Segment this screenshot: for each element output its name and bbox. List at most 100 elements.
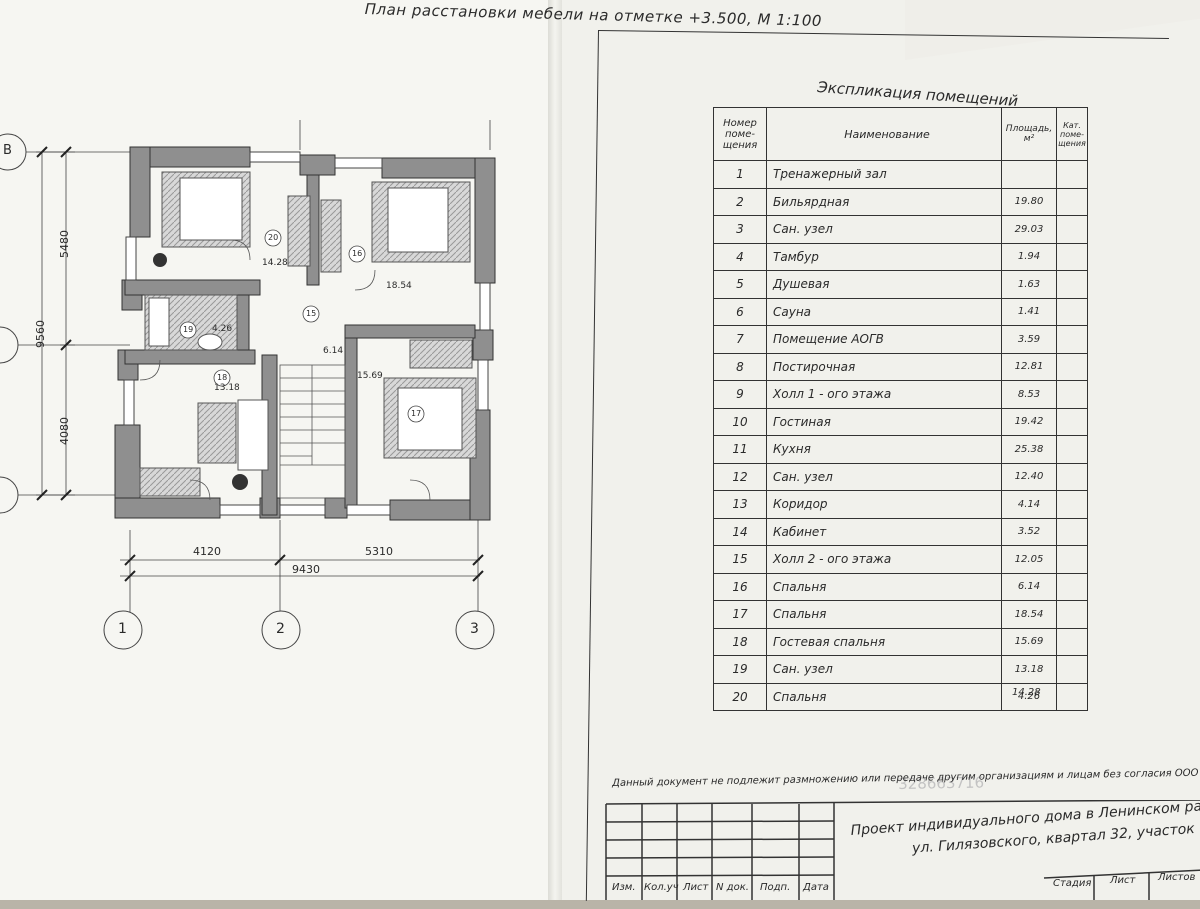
row-name: Бильярдная xyxy=(766,187,1002,216)
room-tag-20: 20 xyxy=(268,233,279,242)
room-area-16: 18.54 xyxy=(386,281,412,291)
row-area: 12.05 xyxy=(1001,545,1057,574)
stage-col-list: Лист xyxy=(1110,875,1136,886)
row-cat xyxy=(1056,297,1088,326)
row-area: 15.69 xyxy=(1001,627,1057,656)
floor-plan xyxy=(0,120,496,650)
row-area: 13.18 xyxy=(1001,655,1057,684)
room-area-15: 6.14 xyxy=(323,346,344,356)
paper-fold xyxy=(548,0,562,900)
dim-9560: 9560 xyxy=(34,320,47,348)
axis-label-2: 2 xyxy=(276,621,285,637)
row-num: 7 xyxy=(713,325,767,354)
row-name: Кухня xyxy=(766,435,1002,464)
room-area-20: 14.28 xyxy=(262,258,288,268)
axis-label-1: 1 xyxy=(118,621,127,637)
row-num: 17 xyxy=(713,600,767,629)
row-area: 18.54 xyxy=(1001,600,1057,629)
row-cat xyxy=(1056,490,1088,519)
row-area: 25.38 xyxy=(1001,435,1057,464)
row-num: 5 xyxy=(713,270,767,299)
row-cat xyxy=(1056,600,1088,629)
row-area: 3.52 xyxy=(1001,517,1057,546)
row-area: 6.14 xyxy=(1001,572,1057,601)
row-name: Сан. узел xyxy=(766,655,1002,684)
row-num: 14 xyxy=(713,517,767,546)
room-tag-15: 15 xyxy=(306,309,317,318)
row-cat xyxy=(1056,407,1088,436)
row-area: 1.94 xyxy=(1001,242,1057,271)
row-area: 12.81 xyxy=(1001,352,1057,381)
axis-label-3: 3 xyxy=(470,621,479,637)
row-name: Спальня xyxy=(766,682,1002,711)
row-name: Кабинет xyxy=(766,517,1002,546)
row-name: Сауна xyxy=(766,297,1002,326)
header-area: Площадь, м² xyxy=(1001,107,1057,161)
row-name: Тренажерный зал xyxy=(766,160,1002,189)
header-name: Наименование xyxy=(766,107,1002,161)
row-num: 13 xyxy=(713,490,767,519)
row-num: 2 xyxy=(713,187,767,216)
row-area xyxy=(1001,160,1057,189)
row-name: Спальня xyxy=(766,572,1002,601)
row-cat xyxy=(1056,270,1088,299)
row-cat xyxy=(1056,187,1088,216)
room-area-19: 4.26 xyxy=(212,324,233,334)
row-cat xyxy=(1056,627,1088,656)
row-num: 11 xyxy=(713,435,767,464)
row-name: Спальня xyxy=(766,600,1002,629)
explication-table: Номер поме-щения Наименование Площадь, м… xyxy=(713,107,1088,711)
dim-5310: 5310 xyxy=(365,545,393,558)
row-num: 20 xyxy=(713,682,767,711)
row-area: 1.63 xyxy=(1001,270,1057,299)
row-num: 9 xyxy=(713,380,767,409)
row-cat xyxy=(1056,435,1088,464)
row-num: 3 xyxy=(713,215,767,244)
row-area: 29.03 xyxy=(1001,215,1057,244)
dim-5480: 5480 xyxy=(58,230,71,258)
room-tag-17: 17 xyxy=(411,409,422,418)
stamp-col-data: Дата xyxy=(803,882,829,893)
row-name: Сан. узел xyxy=(766,215,1002,244)
room-tag-18: 18 xyxy=(217,373,228,382)
stamp-col-podp: Подп. xyxy=(760,882,791,893)
row-area: 1.41 xyxy=(1001,297,1057,326)
row-num: 8 xyxy=(713,352,767,381)
row-cat xyxy=(1056,215,1088,244)
room-tag-16: 16 xyxy=(352,249,363,258)
row-num: 19 xyxy=(713,655,767,684)
title-block-grid xyxy=(605,800,1200,900)
row-area: 19.80 xyxy=(1001,187,1057,216)
row-name: Гостевая спальня xyxy=(766,627,1002,656)
row-name: Постирочная xyxy=(766,352,1002,381)
row-cat xyxy=(1056,682,1088,711)
stamp-col-list: Лист xyxy=(683,882,709,893)
stamp-col-ndok: N док. xyxy=(716,882,749,893)
header-category: Кат. поме-щения xyxy=(1056,107,1088,161)
row-cat xyxy=(1056,572,1088,601)
row-name: Тамбур xyxy=(766,242,1002,271)
row-cat xyxy=(1056,160,1088,189)
row-num: 18 xyxy=(713,627,767,656)
room-area-18: 13.18 xyxy=(214,383,240,393)
row-area: 19.42 xyxy=(1001,407,1057,436)
extra-area-value: 14.28 xyxy=(1012,687,1041,698)
row-area: 12.40 xyxy=(1001,462,1057,491)
row-area: 3.59 xyxy=(1001,325,1057,354)
row-name: Коридор xyxy=(766,490,1002,519)
